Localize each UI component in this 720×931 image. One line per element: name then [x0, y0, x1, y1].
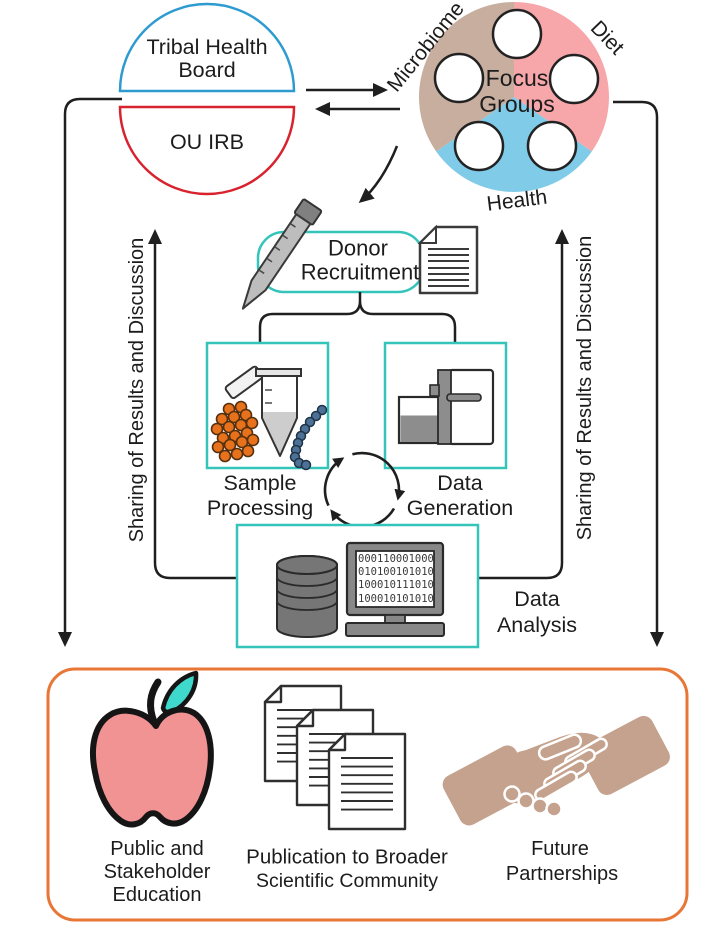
binary-line-3: 100010111010: [358, 579, 434, 592]
binary-line-2: 010100101010: [358, 566, 434, 579]
bacteria-cluster-icon: [210, 400, 260, 463]
tribal-health-board-label-line1: Tribal Health: [146, 34, 268, 59]
sharing-results-label-left: Sharing of Results and Discussion: [125, 237, 148, 543]
outer-left-arrow: [58, 97, 122, 647]
consent-document-icon: [417, 224, 479, 295]
education-label-line2: Stakeholder: [103, 860, 211, 883]
partnerships-label-line1: Future: [531, 837, 589, 860]
data-generation-label-line2: Generation: [406, 495, 514, 520]
sample-processing-label-line2: Processing: [206, 495, 314, 520]
sharing-results-label-right: Sharing of Results and Discussion: [573, 235, 596, 541]
stack-page-3: [327, 732, 407, 831]
publication-label-line2: Scientific Community: [255, 870, 439, 893]
sharing-right-arrow: [478, 229, 569, 580]
donor-recruitment-label-line2: Recruitment: [300, 259, 420, 285]
donor-recruitment-label-line1: Donor: [328, 235, 388, 261]
binary-line-1: 000110001000: [358, 553, 434, 565]
data-analysis-label-line1: Data: [514, 586, 560, 611]
sequencer-machine-icon: [397, 368, 495, 446]
sample-processing-label-line1: Sample: [223, 470, 297, 495]
focus-group-circles: [433, 8, 600, 172]
data-analysis-label-line2: Analysis: [496, 612, 578, 637]
outer-right-arrow: [613, 100, 664, 647]
handshake-icon: [442, 715, 670, 826]
partnerships-label-line2: Partnerships: [505, 862, 619, 885]
focus-groups-pie-icon: [419, 2, 609, 192]
binary-code-text: 000110001000 010100101010 100010111010 1…: [358, 553, 436, 606]
pie-to-donor-arrow: [358, 145, 399, 203]
binary-monitor-icon: [345, 541, 445, 637]
focus-groups-label-line2: Groups: [479, 91, 555, 118]
binary-line-4: 100010101010: [358, 592, 434, 605]
documents-stack-icon: [263, 684, 407, 831]
cycle-arrows-icon: [323, 451, 406, 529]
split-brace: [258, 292, 457, 343]
education-label-line1: Public and: [110, 837, 204, 860]
microcentrifuge-tube-icon: [224, 365, 302, 457]
approval-split-circle-icon: [118, 2, 296, 196]
specimen-tube-icon: [241, 198, 323, 310]
data-generation-label-line1: Data: [437, 470, 483, 495]
tribal-health-board-label-line2: Board: [178, 57, 236, 82]
publication-label-line1: Publication to Broader: [246, 845, 448, 869]
ou-irb-label: OU IRB: [169, 129, 245, 154]
sharing-left-arrow: [148, 229, 237, 580]
education-label-line3: Education: [112, 883, 202, 906]
apple-icon: [90, 670, 214, 828]
database-icon: [276, 555, 338, 638]
focus-groups-label-line1: Focus: [485, 65, 549, 92]
bead-chain-icon: [289, 404, 328, 471]
